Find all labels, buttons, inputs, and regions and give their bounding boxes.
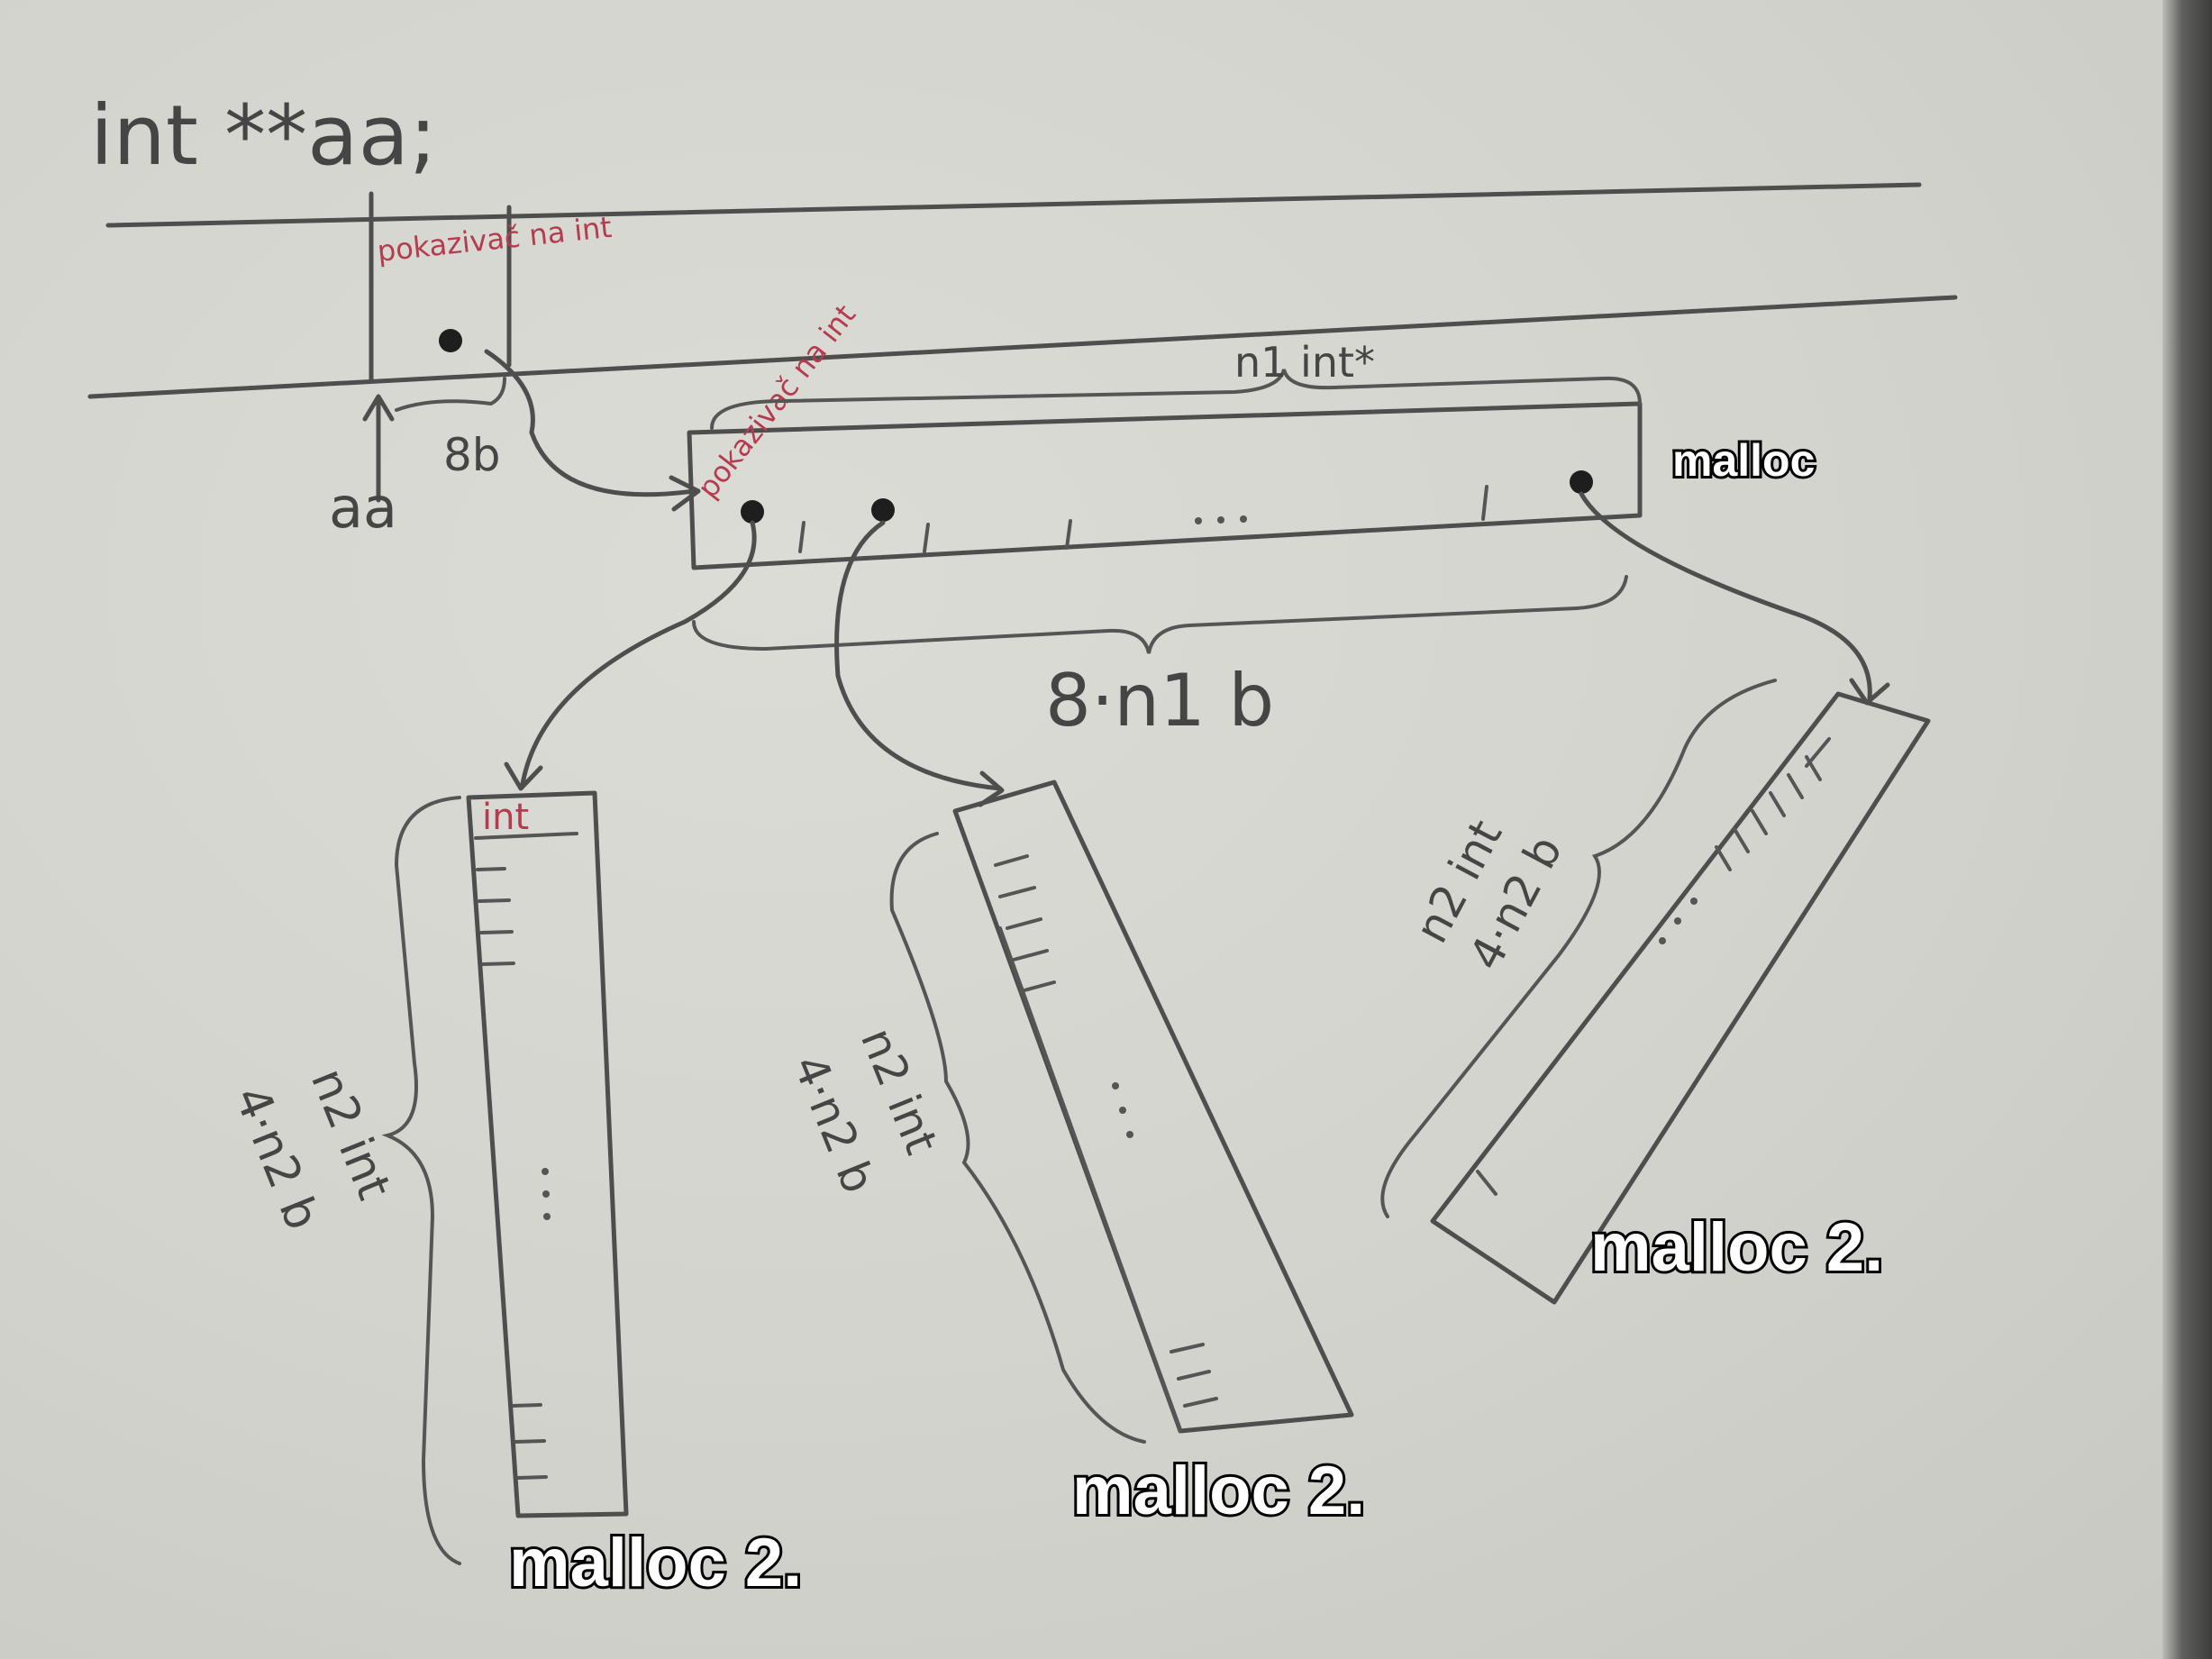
aa-to-array-arrowhead	[669, 475, 701, 512]
aa-label: aa	[329, 475, 397, 541]
size-8n1-brace	[692, 575, 1628, 654]
int-array-2-brace	[889, 832, 1146, 1444]
arrow-to-int-array-3	[1579, 491, 1872, 701]
array-pointer-dot-last	[1570, 470, 1593, 494]
size-8n1-label: 8·n1 b	[1045, 659, 1274, 743]
int-array-3-brace	[1380, 679, 1777, 1218]
aa-to-array-arrow	[484, 349, 696, 497]
int-array-3	[1430, 691, 1931, 1305]
stack-cell-aa	[369, 191, 512, 381]
int-array-2-malloc-label: malloc 2.	[1072, 1453, 1365, 1529]
count-n1-label: n1 int*	[1234, 338, 1375, 387]
arrow-to-int-array-2	[834, 520, 1003, 791]
pointer-array-box	[687, 401, 1643, 570]
int-array-2	[952, 779, 1354, 1434]
int-array-1	[466, 790, 629, 1518]
int-array-1-first-cell: int	[482, 797, 529, 838]
declaration-text: int **aa;	[90, 87, 437, 184]
stack-band-bottom-line	[87, 295, 1958, 399]
arrow-to-int-array-1	[520, 520, 757, 787]
int-array-1-brace	[381, 796, 461, 1565]
array-pointer-dot-2	[871, 498, 895, 522]
array-pointer-dot-1	[741, 500, 764, 524]
whiteboard-frame	[2162, 0, 2212, 1659]
stack-band-top-line	[105, 182, 1922, 228]
int-array-3-malloc-label: malloc 2.	[1590, 1209, 1883, 1286]
count-n1-brace	[710, 369, 1642, 430]
int-array-1-malloc-label: malloc 2.	[509, 1525, 802, 1601]
malloc-label: malloc	[1672, 435, 1815, 486]
arrowhead-int-array-1	[504, 761, 543, 791]
stack-pointer-dot	[439, 329, 462, 352]
size-8b-brace	[395, 377, 506, 412]
aa-address-arrow	[362, 394, 395, 503]
size-8b-label: 8b	[443, 429, 501, 481]
